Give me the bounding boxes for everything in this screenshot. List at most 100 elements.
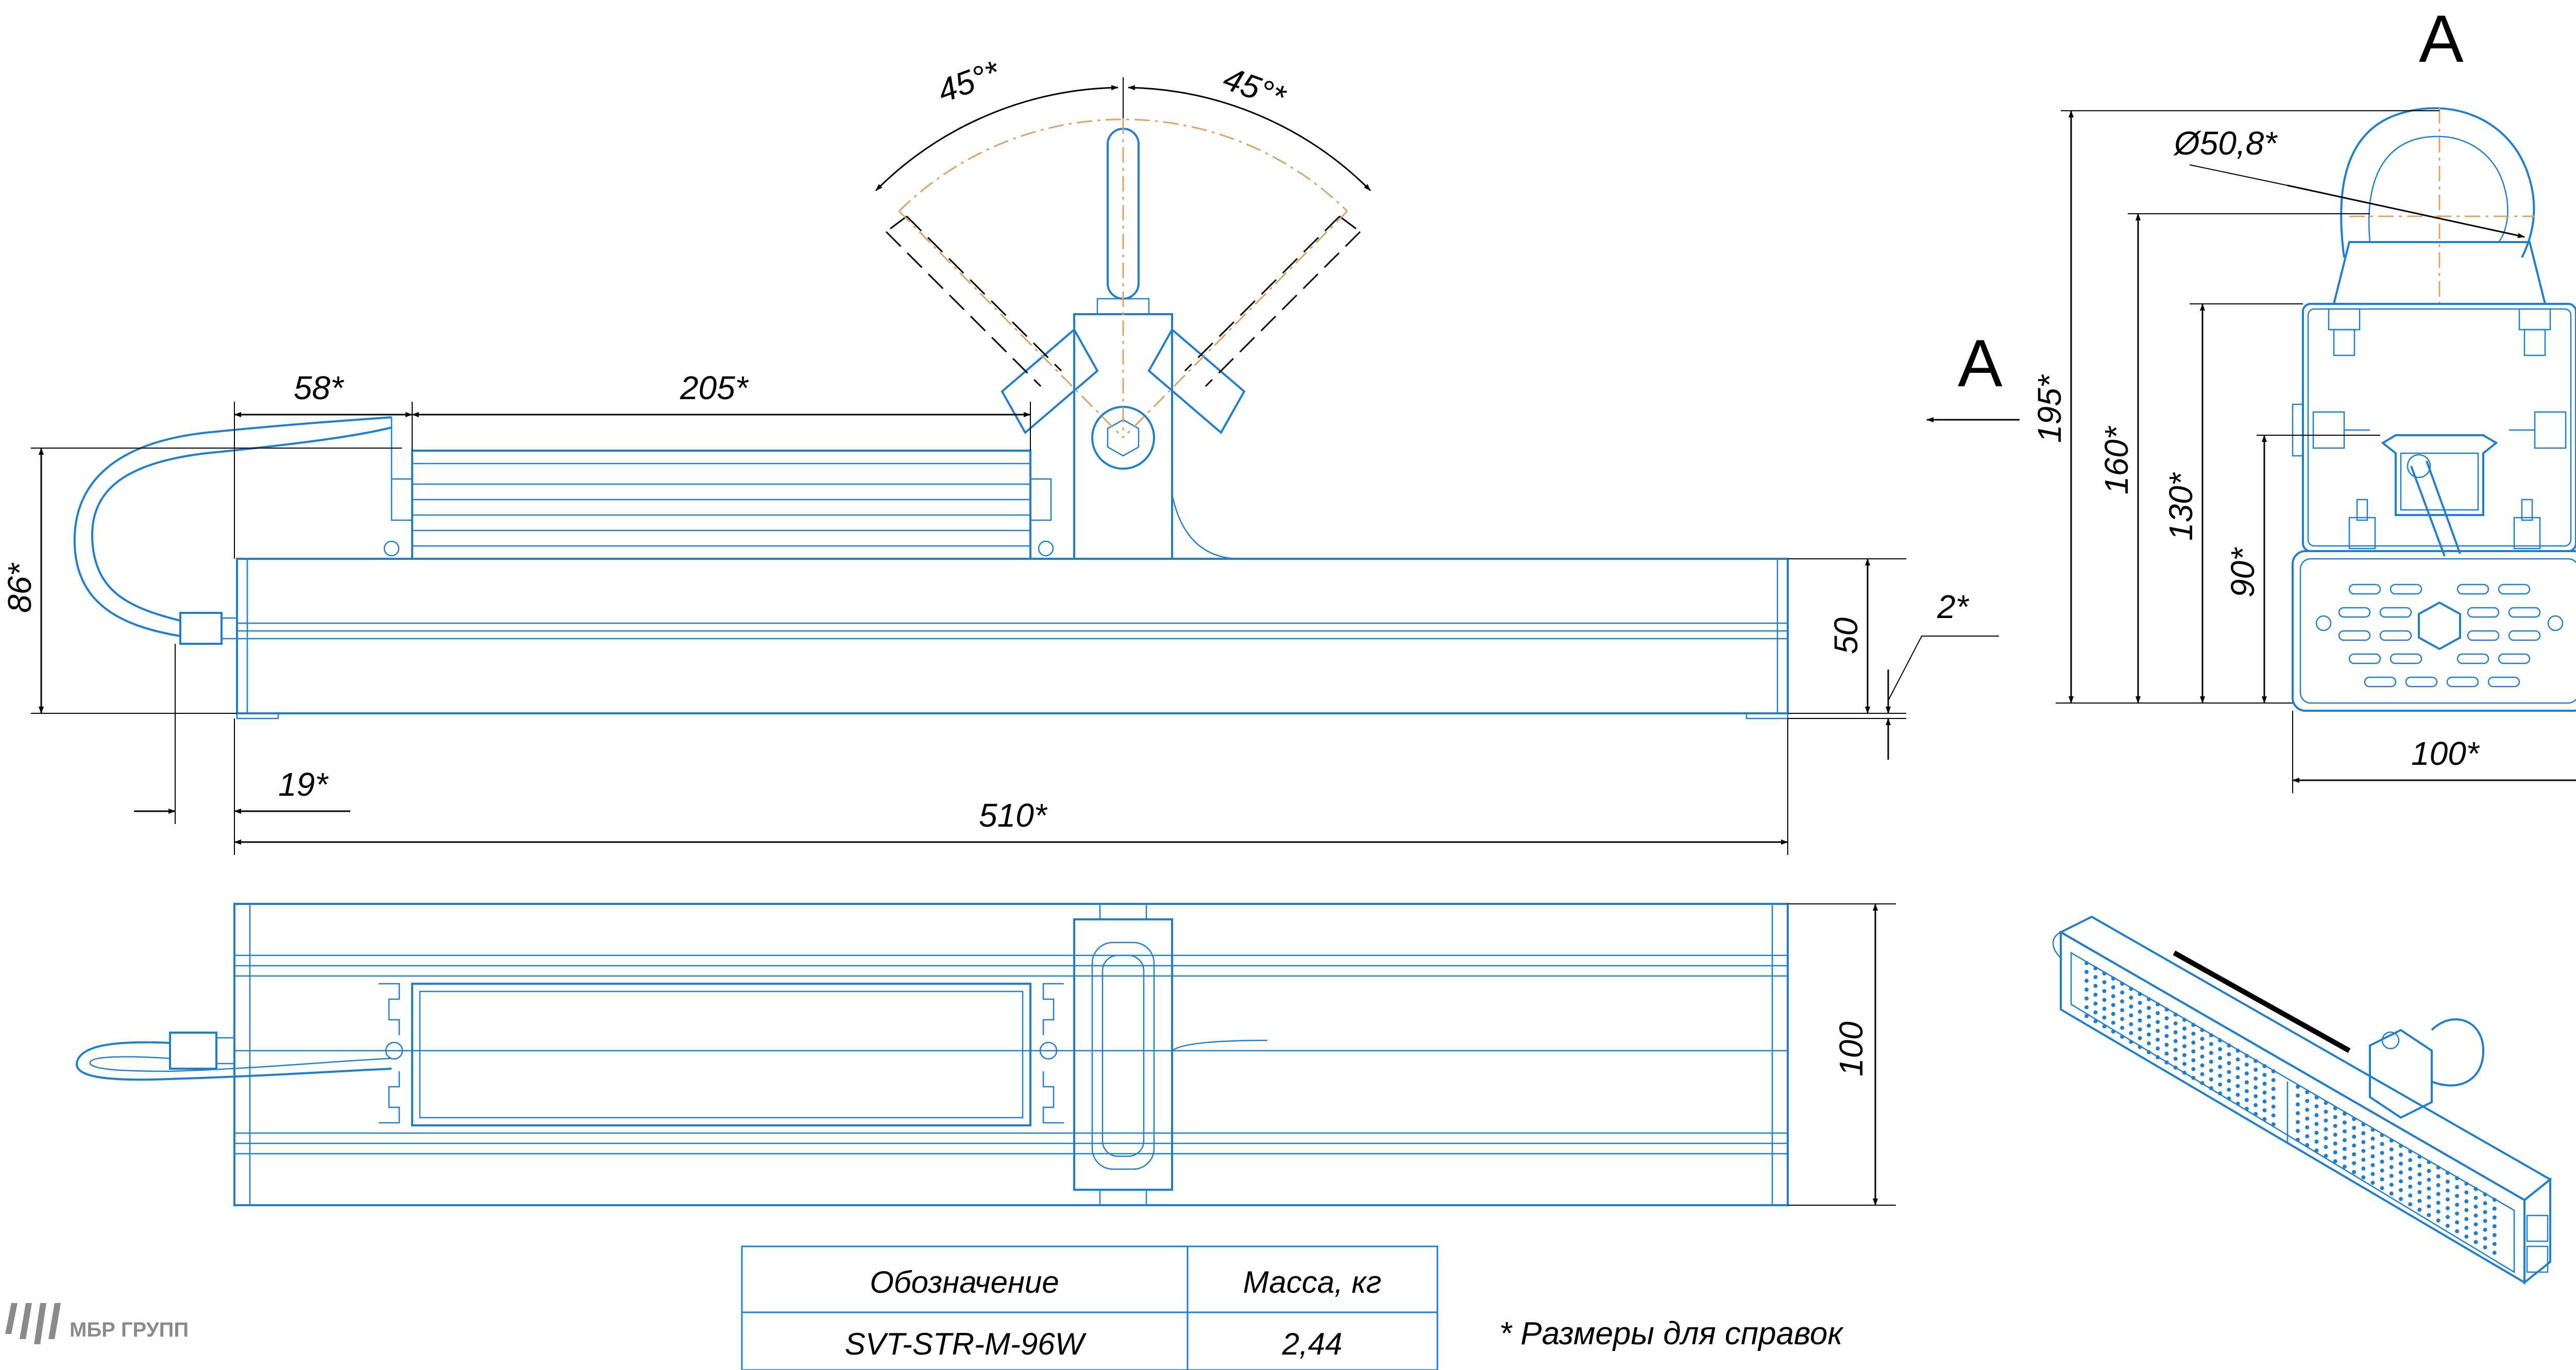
led-dot	[2333, 1159, 2337, 1163]
led-dot	[2235, 1084, 2240, 1088]
led-dot	[2352, 1125, 2357, 1130]
arrow-a-letter: A	[1958, 326, 2003, 401]
led-dot	[2370, 1136, 2375, 1141]
dim-19-label: 19*	[278, 766, 329, 803]
led-dot	[2389, 1165, 2394, 1169]
led-dot	[2209, 1033, 2213, 1037]
led-dot	[2436, 1201, 2441, 1205]
led-dot	[2093, 992, 2098, 997]
led-dot	[2173, 1039, 2178, 1043]
led-dot	[2399, 1153, 2403, 1157]
led-dot	[2408, 1202, 2413, 1207]
main-body-front	[236, 558, 1789, 714]
company-logo: МБР ГРУПП	[5, 1303, 189, 1344]
led-dot	[2111, 1012, 2115, 1016]
led-dot	[2173, 1048, 2178, 1052]
led-dot	[2156, 1037, 2160, 1042]
led-dot	[2352, 1135, 2357, 1139]
led-dot	[2427, 1177, 2431, 1182]
led-dot	[2120, 1034, 2125, 1039]
led-dot	[2296, 1128, 2300, 1133]
led-dot	[2191, 1040, 2196, 1045]
led-dot	[2227, 1078, 2231, 1083]
led-dot	[2473, 1187, 2478, 1191]
led-dot	[2483, 1219, 2487, 1223]
led-dot	[2417, 1198, 2422, 1203]
top-dimensions: 100	[1788, 903, 1896, 1206]
led-dot	[2156, 1020, 2160, 1024]
led-dot	[2218, 1038, 2223, 1042]
dim-2-label: 2*	[1937, 588, 1970, 625]
led-dot	[2173, 1013, 2178, 1017]
led-dot	[2333, 1106, 2337, 1110]
led-dot	[2361, 1157, 2366, 1162]
led-dot	[2111, 1020, 2115, 1025]
led-dot	[2146, 1006, 2151, 1011]
led-dot	[2164, 1016, 2169, 1021]
led-dot	[2342, 1164, 2347, 1169]
led-dot	[2361, 1166, 2366, 1171]
led-dot	[2464, 1190, 2469, 1195]
dim-50-label: 50	[1827, 617, 1865, 654]
dim-100-top-label: 100	[1833, 1021, 1870, 1076]
led-dot	[2156, 1046, 2160, 1051]
led-dot	[2093, 1019, 2098, 1023]
led-dot	[2253, 1076, 2258, 1081]
logo-text: МБР ГРУПП	[70, 1318, 189, 1341]
led-dot	[2427, 1186, 2431, 1191]
led-dot	[2111, 1029, 2115, 1034]
dim-100-side-label: 100*	[2411, 735, 2480, 772]
led-dot	[2408, 1175, 2413, 1180]
led-dot	[2146, 1041, 2151, 1046]
led-dot	[2102, 980, 2107, 985]
table-header-designation: Обозначение	[870, 1265, 1059, 1299]
led-dot	[2361, 1131, 2366, 1136]
led-dot	[2370, 1154, 2375, 1159]
led-dot	[2093, 1010, 2098, 1015]
led-dot	[2399, 1188, 2403, 1192]
led-dot	[2473, 1240, 2478, 1244]
angle-right-label: 45°*	[1218, 59, 1291, 116]
led-dot	[2191, 1058, 2196, 1063]
dim-510-label: 510*	[979, 797, 1048, 834]
led-dot	[2389, 1191, 2394, 1196]
led-dot	[2244, 1080, 2249, 1085]
led-dot	[2305, 1116, 2310, 1121]
led-dot	[2445, 1179, 2450, 1184]
led-dot	[2262, 1090, 2267, 1095]
led-dot	[2427, 1160, 2431, 1164]
led-dot	[2262, 1073, 2267, 1077]
led-dot	[2253, 1068, 2258, 1072]
led-dot	[2156, 1011, 2160, 1016]
led-dot	[2455, 1176, 2460, 1180]
led-dot	[2182, 1061, 2187, 1066]
view-a-letter: A	[2419, 1, 2464, 76]
led-dot	[2138, 1036, 2142, 1040]
led-dot	[2156, 1002, 2160, 1006]
led-dot	[2271, 1113, 2276, 1118]
led-dot	[2427, 1204, 2431, 1209]
led-dot	[2111, 985, 2115, 990]
led-dot	[2200, 1046, 2205, 1050]
led-dot	[2455, 1194, 2460, 1198]
iso-front-face	[2060, 930, 2526, 1285]
led-dot	[2314, 1104, 2319, 1109]
led-dot	[2455, 1203, 2460, 1207]
led-dot	[2262, 1099, 2267, 1104]
led-dot	[2370, 1180, 2375, 1185]
led-dot	[2191, 1075, 2196, 1080]
led-dot	[2464, 1181, 2469, 1186]
led-dot	[2417, 1181, 2422, 1186]
led-dot	[2271, 1122, 2276, 1126]
led-dot	[2492, 1251, 2497, 1255]
driver-box-front	[411, 450, 1031, 560]
led-dot	[2389, 1174, 2394, 1178]
led-dot	[2408, 1193, 2413, 1198]
led-dot	[2342, 1111, 2347, 1116]
led-dot	[2492, 1215, 2497, 1220]
led-dot	[2408, 1167, 2413, 1171]
led-dot	[2120, 999, 2125, 1004]
led-dot	[2483, 1201, 2487, 1206]
led-dot	[2253, 1094, 2258, 1099]
led-dot	[2380, 1177, 2384, 1181]
